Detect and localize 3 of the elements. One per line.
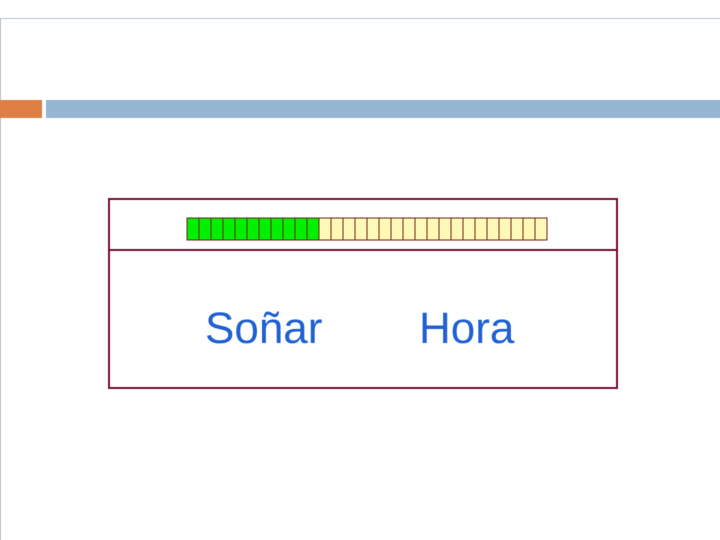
panel-box [108, 198, 618, 389]
word-text: Hora [419, 307, 514, 351]
word-text: Soñar [205, 307, 322, 351]
